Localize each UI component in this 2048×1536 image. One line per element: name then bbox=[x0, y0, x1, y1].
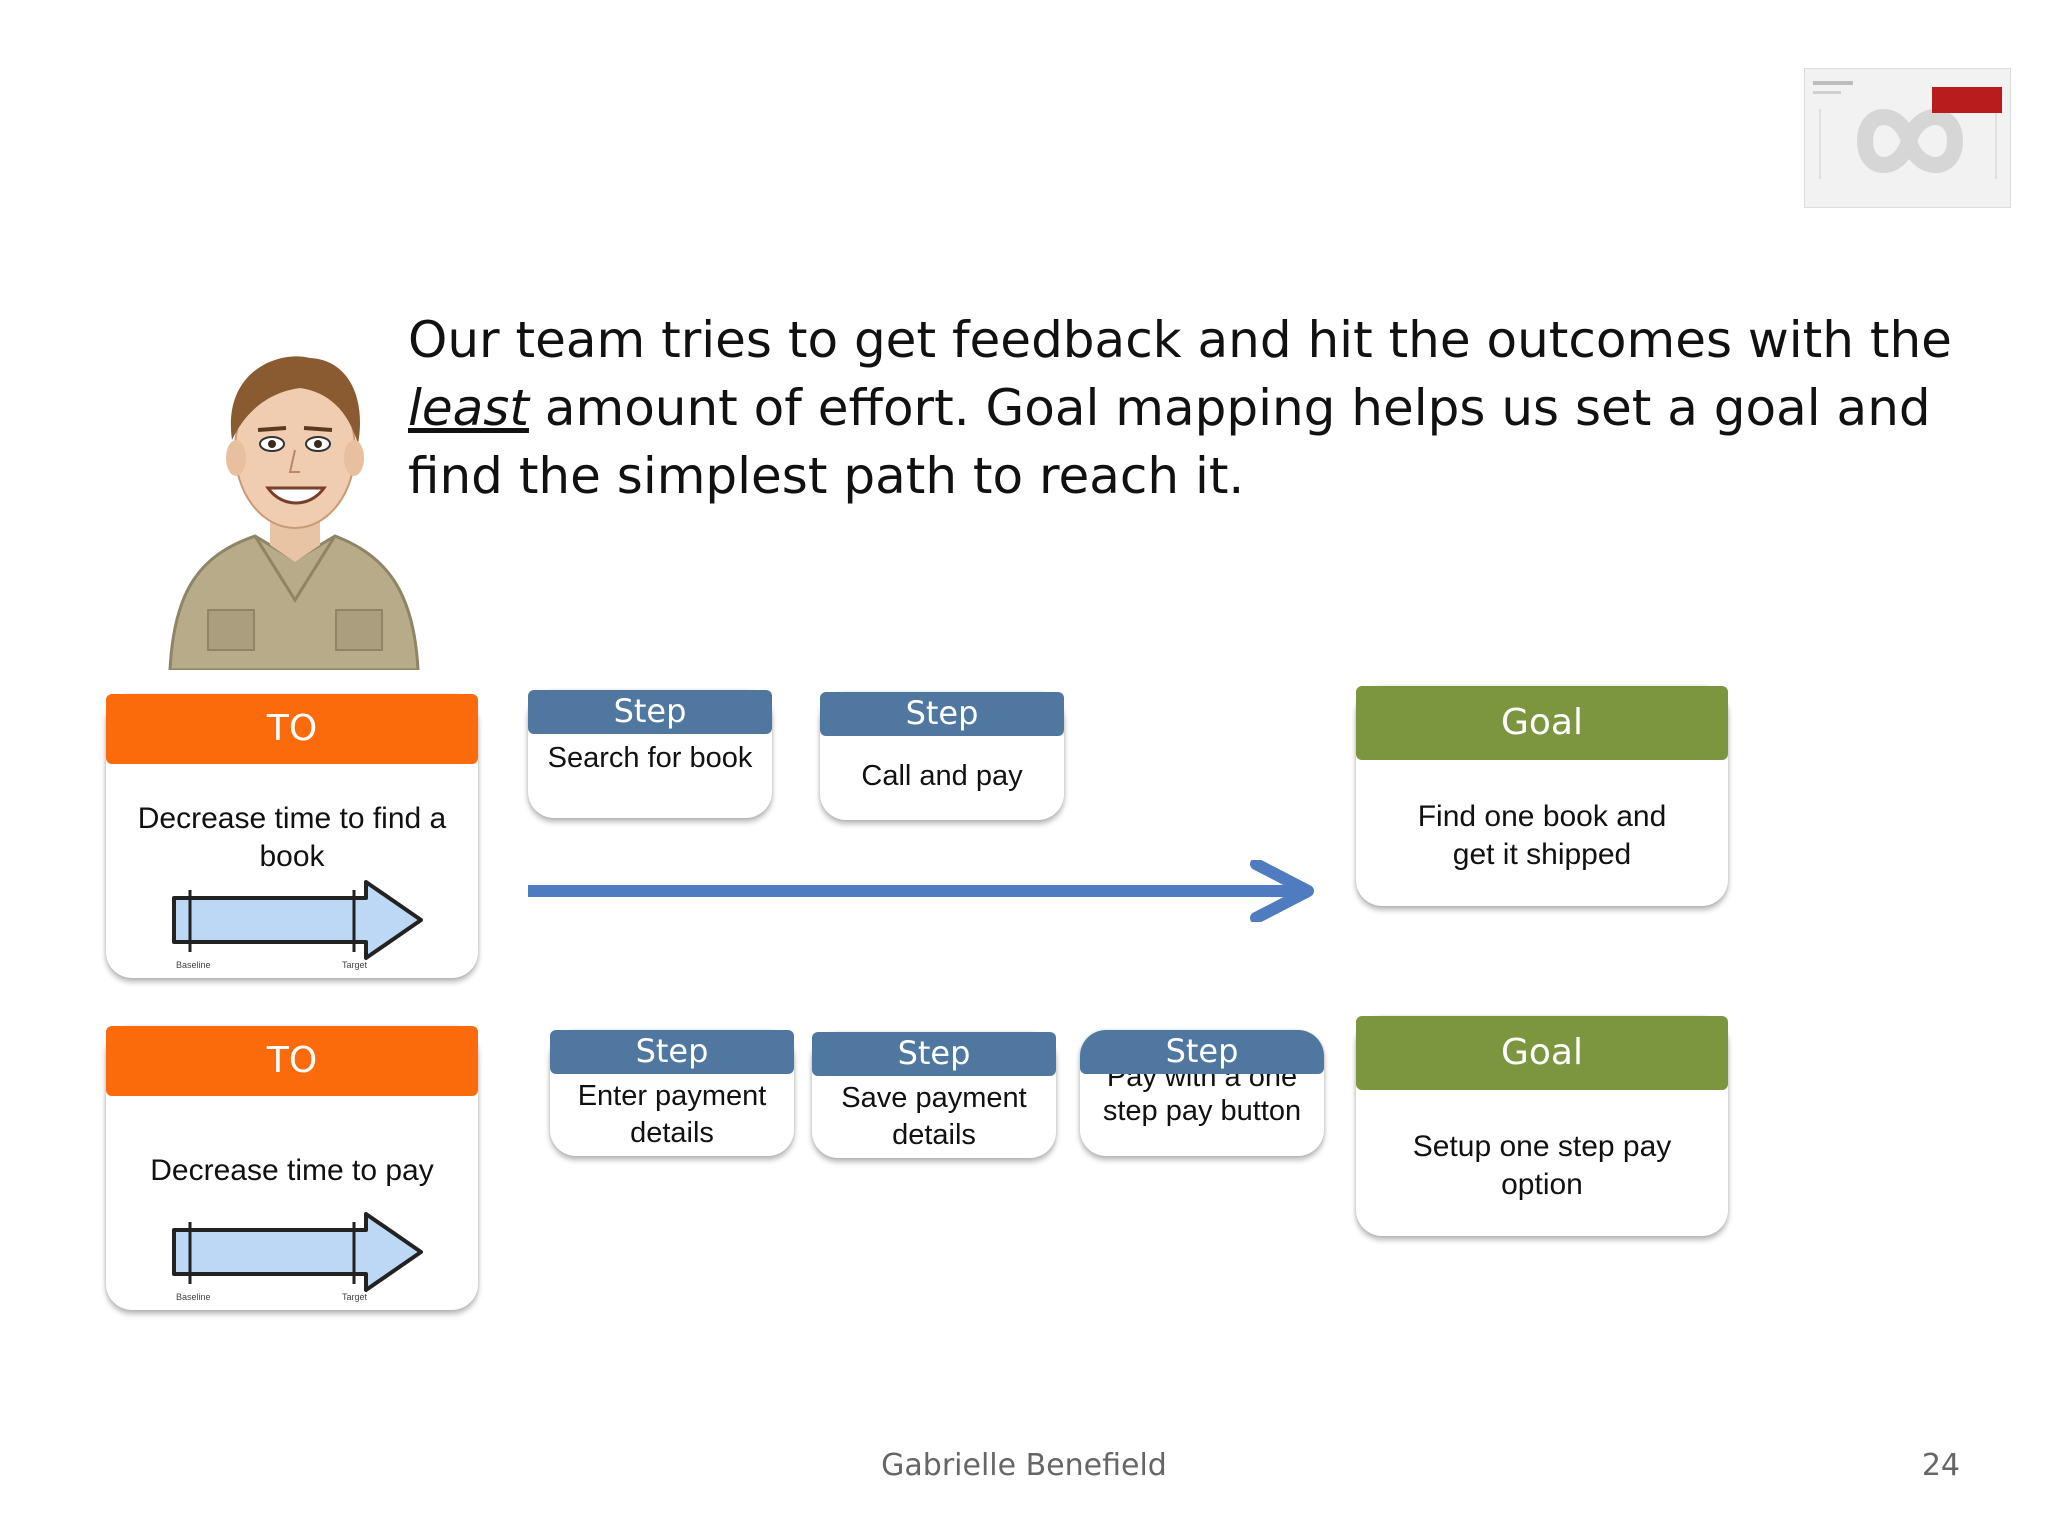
page-number: 24 bbox=[1921, 1448, 1960, 1483]
target-label: Target bbox=[342, 960, 368, 970]
baseline-label: Baseline bbox=[176, 1292, 211, 1302]
to-card-header: TO bbox=[106, 694, 478, 764]
intro-text: Our team tries to get feedback and hit t… bbox=[408, 306, 1968, 510]
progress-arrow-icon: Baseline Target bbox=[172, 1212, 423, 1302]
step-card-header: Step bbox=[812, 1032, 1056, 1076]
step-card-header: Step bbox=[550, 1030, 794, 1074]
goal-card-text: Find one book and get it shipped bbox=[1417, 800, 1667, 871]
step-card-header: Step bbox=[528, 690, 772, 734]
step-card: Step Call and pay bbox=[820, 692, 1064, 820]
footer-author: Gabrielle Benefield bbox=[881, 1448, 1167, 1483]
step-card-text: Call and pay bbox=[861, 760, 1023, 792]
to-card: TO Decrease time to pay Baseline Target bbox=[106, 1026, 478, 1310]
step-card-text: Enter payment details bbox=[577, 1080, 767, 1149]
progress-arrow-icon: Baseline Target bbox=[172, 880, 423, 970]
path-arrow bbox=[528, 860, 1314, 922]
to-card-header: TO bbox=[106, 1026, 478, 1096]
presenter-illustration bbox=[168, 356, 420, 670]
infinity-loop-icon bbox=[1813, 81, 1997, 179]
step-card: Step Save payment details bbox=[812, 1032, 1056, 1158]
baseline-label: Baseline bbox=[176, 960, 211, 970]
target-label: Target bbox=[342, 1292, 368, 1302]
goal-card-text: Setup one step pay option bbox=[1412, 1130, 1672, 1201]
goal-card: Goal Find one book and get it shipped bbox=[1356, 686, 1728, 906]
goal-card-header: Goal bbox=[1356, 1016, 1728, 1090]
step-card-text: Search for book bbox=[547, 742, 753, 774]
intro-rest: amount of effort. Goal mapping helps us … bbox=[408, 379, 1931, 505]
step-card-header: Step bbox=[1080, 1030, 1324, 1074]
to-card: TO Decrease time to find a book Baseline… bbox=[106, 694, 478, 978]
step-card-text: Save payment details bbox=[841, 1082, 1027, 1151]
goal-card: Goal Setup one step pay option bbox=[1356, 1016, 1728, 1236]
intro-emphasis: least bbox=[408, 379, 529, 437]
step-card: Pay with a one step pay button Step bbox=[1080, 1030, 1324, 1156]
step-card-header: Step bbox=[820, 692, 1064, 736]
intro-line1: Our team tries to get feedback and hit t… bbox=[408, 311, 1952, 369]
step-card: Step Search for book bbox=[528, 690, 772, 818]
to-card-text: Decrease time to find a book bbox=[137, 802, 447, 873]
to-card-text: Decrease time to pay bbox=[150, 1154, 434, 1187]
slide-thumbnail bbox=[1804, 68, 2011, 208]
step-card: Step Enter payment details bbox=[550, 1030, 794, 1156]
goal-card-header: Goal bbox=[1356, 686, 1728, 760]
